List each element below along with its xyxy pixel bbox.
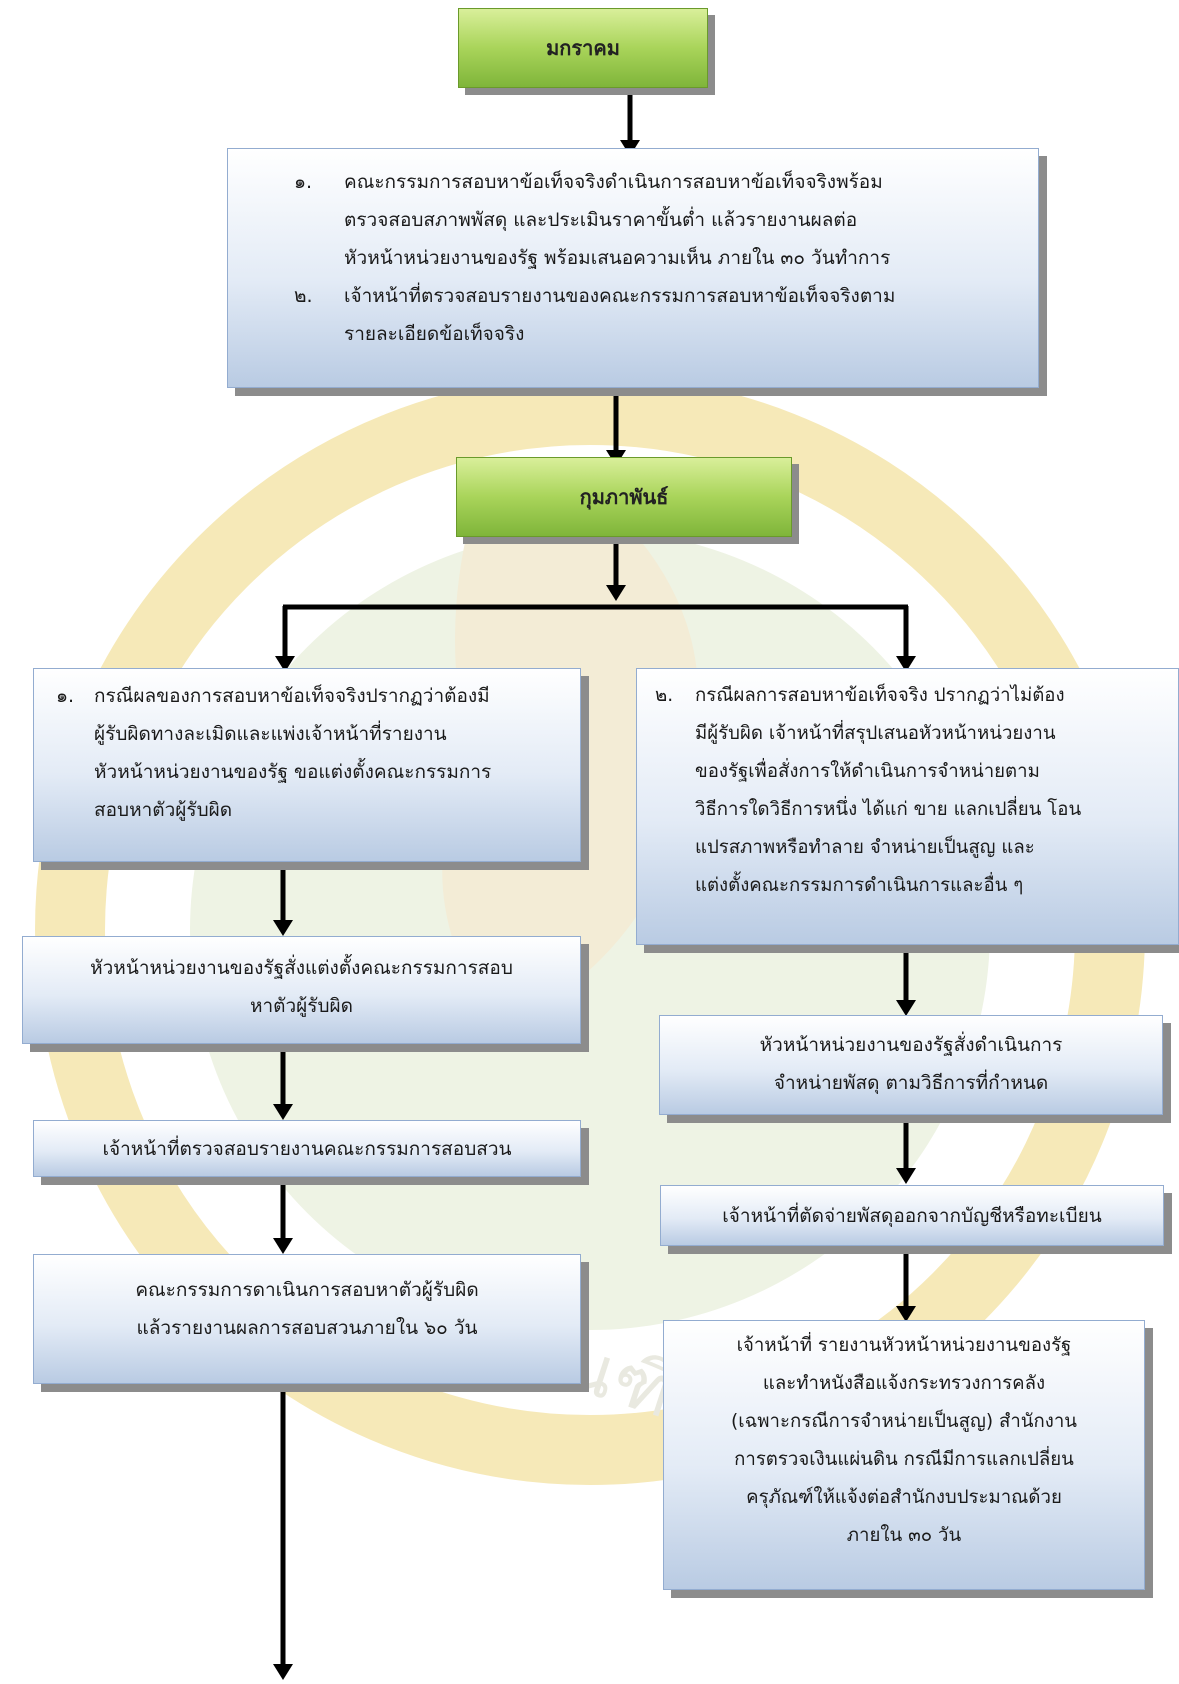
line: หัวหน้าหน่วยงานของรัฐ พร้อมเสนอความเห็น … [344, 247, 891, 269]
line: ผู้รับผิดทางละเมิดและแพ่งเจ้าหน้าที่รายง… [94, 723, 447, 745]
line: สอบหาตัวผู้รับผิด [94, 799, 233, 821]
arrowhead [896, 1000, 916, 1016]
arrowhead [273, 1664, 293, 1680]
arrowhead [273, 1104, 293, 1120]
line: และทำหนังสือแจ้งกระทรวงการคลัง [762, 1373, 1046, 1394]
line: คณะกรรมการดาเนินการสอบหาตัวผู้รับผิด [135, 1279, 479, 1301]
right-step3-box: เจ้าหน้าที่ตัดจ่ายพัสดุออกจากบัญชีหรือทะ… [660, 1185, 1164, 1246]
line: ภายใน ๓๐ วัน [846, 1525, 962, 1546]
line: รายละเอียดข้อเท็จจริง [344, 323, 525, 345]
line: เจ้าหน้าที่ รายงานหัวหน้าหน่วยงานของรัฐ [736, 1335, 1072, 1356]
line: จำหน่ายพัสดุ ตามวิธีการที่กำหนด [773, 1072, 1049, 1094]
line: หาตัวผู้รับผิด [249, 995, 354, 1017]
month-january-box: มกราคม [458, 8, 708, 88]
step1-item-2: ๒. เจ้าหน้าที่ตรวจสอบรายงานของคณะกรรมการ… [288, 277, 1018, 353]
arrowhead [606, 585, 626, 601]
item-number: ๒. [655, 685, 674, 706]
item-number: ๑. [294, 171, 313, 193]
right-step2-box: หัวหน้าหน่วยงานของรัฐสั่งดำเนินการ จำหน่… [659, 1015, 1163, 1115]
line: เจ้าหน้าที่ตรวจสอบรายงานของคณะกรรมการสอบ… [344, 285, 896, 307]
left-step3-box: เจ้าหน้าที่ตรวจสอบรายงานคณะกรรมการสอบสวน [33, 1120, 581, 1177]
left-case-box: ๑. กรณีผลของการสอบหาข้อเท็จจริงปรากฏว่าต… [33, 668, 581, 862]
right-case-item: ๒. กรณีผลการสอบหาข้อเท็จจริง ปรากฏว่าไม่… [655, 677, 1170, 905]
line: (เฉพาะกรณีการจำหน่ายเป็นสูญ) สำนักงาน [731, 1411, 1077, 1432]
line: กรณีผลการสอบหาข้อเท็จจริง ปรากฏว่าไม่ต้อ… [695, 685, 1065, 706]
line: แล้วรายงานผลการสอบสวนภายใน ๖๐ วัน [136, 1317, 478, 1339]
item-number: ๒. [294, 285, 313, 307]
left-step4-box: คณะกรรมการดาเนินการสอบหาตัวผู้รับผิด แล้… [33, 1254, 581, 1384]
month-february-label: กุมภาพันธ์ [579, 485, 669, 509]
month-february-box: กุมภาพันธ์ [456, 457, 792, 537]
line: มีผู้รับผิด เจ้าหน้าที่สรุปเสนอหัวหน้าหน… [695, 723, 1056, 744]
right-case-box: ๒. กรณีผลการสอบหาข้อเท็จจริง ปรากฏว่าไม่… [636, 668, 1179, 945]
line: ครุภัณฑ์ให้แจ้งต่อสำนักงบประมาณด้วย [746, 1487, 1062, 1508]
line: แปรสภาพหรือทำลาย จำหน่ายเป็นสูญ และ [695, 837, 1035, 858]
line: หัวหน้าหน่วยงานของรัฐ ขอแต่งตั้งคณะกรรมก… [94, 761, 492, 783]
line: คณะกรรมการสอบหาข้อเท็จจริงดำเนินการสอบหา… [344, 171, 883, 193]
line: ตรวจสอบสภาพพัสดุ และประเมินราคาขั้นต่ำ แ… [344, 209, 858, 231]
line: การตรวจเงินแผ่นดิน กรณีมีการแลกเปลี่ยน [734, 1449, 1074, 1470]
step1-box: ๑. คณะกรรมการสอบหาข้อเท็จจริงดำเนินการสอ… [227, 148, 1039, 388]
arrowhead [896, 656, 916, 672]
line: ของรัฐเพื่อสั่งการให้ดำเนินการจำหน่ายตาม [695, 761, 1040, 782]
line: วิธีการใดวิธีการหนึ่ง ได้แก่ ขาย แลกเปลี… [695, 799, 1082, 820]
left-step2-box: หัวหน้าหน่วยงานของรัฐสั่งแต่งตั้งคณะกรรม… [22, 936, 581, 1044]
line: หัวหน้าหน่วยงานของรัฐสั่งดำเนินการ [759, 1034, 1063, 1056]
line: แต่งตั้งคณะกรรมการดำเนินการและอื่น ๆ [695, 875, 1024, 896]
arrowhead [896, 1168, 916, 1184]
line: เจ้าหน้าที่ตัดจ่ายพัสดุออกจากบัญชีหรือทะ… [722, 1205, 1102, 1227]
arrowhead [896, 1306, 916, 1322]
item-number: ๑. [56, 685, 75, 707]
arrowhead [275, 656, 295, 672]
line: กรณีผลของการสอบหาข้อเท็จจริงปรากฏว่าต้อง… [94, 685, 490, 707]
line: หัวหน้าหน่วยงานของรัฐสั่งแต่งตั้งคณะกรรม… [90, 957, 513, 979]
right-step4-box: เจ้าหน้าที่ รายงานหัวหน้าหน่วยงานของรัฐ … [663, 1320, 1145, 1590]
month-january-label: มกราคม [546, 36, 620, 60]
left-case-item: ๑. กรณีผลของการสอบหาข้อเท็จจริงปรากฏว่าต… [56, 677, 570, 829]
step1-item-1: ๑. คณะกรรมการสอบหาข้อเท็จจริงดำเนินการสอ… [288, 163, 1018, 277]
arrowhead [273, 1238, 293, 1254]
arrowhead [273, 920, 293, 936]
line: เจ้าหน้าที่ตรวจสอบรายงานคณะกรรมการสอบสวน [102, 1138, 512, 1160]
